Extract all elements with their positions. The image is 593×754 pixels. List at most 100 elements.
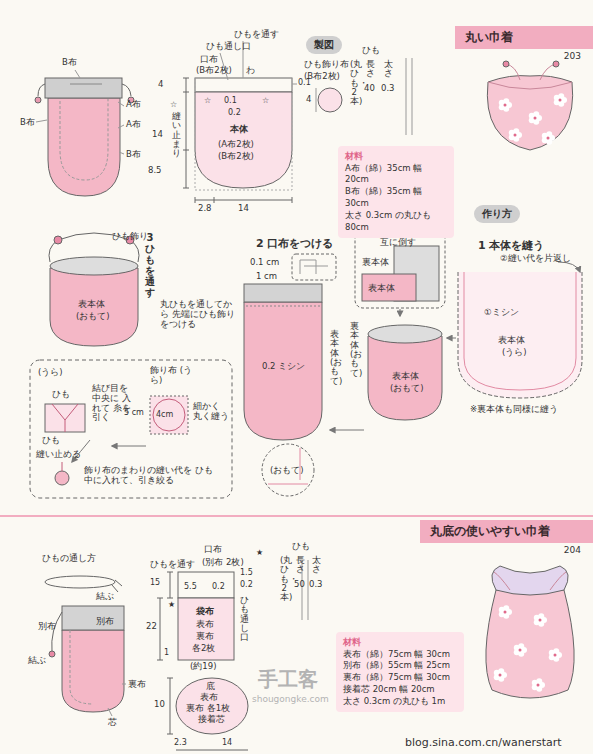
drawing-stroke [504, 104, 507, 107]
node-heading: 材料 [345, 150, 447, 163]
part-label: ひも [362, 46, 380, 56]
part-label: 2 口布をつける [256, 238, 333, 251]
part-label: 裏本体 [362, 258, 389, 268]
cord [406, 58, 412, 135]
part-label: 0.3 [309, 580, 323, 590]
drawing-stroke [499, 674, 502, 677]
drawing-stroke [519, 649, 522, 652]
part-label: (約19) [190, 662, 216, 672]
part-label: 1 [164, 648, 169, 657]
part-label: ひも [42, 436, 60, 446]
part-label: 2.3 [174, 738, 187, 747]
drawing-stroke [506, 64, 556, 80]
drawing-stroke [492, 566, 568, 595]
step1-body [458, 262, 582, 398]
part-label: 表布 [196, 620, 214, 630]
drawing-stroke [244, 302, 322, 440]
part-label: 1 本体を縫う [478, 240, 544, 253]
node-text: 表布（綿）75cm 幅 30cm [343, 649, 457, 661]
node-text: 太さ 0.3cm の丸ひも 80cm [345, 210, 447, 234]
part-label: 別布 [96, 617, 114, 627]
part-label: 1 cm [256, 272, 277, 282]
section-tag: 作り方 [474, 205, 520, 223]
part-label: B布 [62, 58, 77, 68]
drawing-stroke [38, 84, 45, 96]
drawing-stroke [30, 41, 582, 498]
drawing-stroke [488, 82, 572, 89]
drawing-stroke [52, 404, 78, 432]
part-label: (B布2枚) [304, 72, 340, 82]
part-label: 表本体 [392, 372, 419, 382]
section-divider [0, 515, 593, 517]
step-middle [330, 224, 456, 430]
node-heading: 丸底の使いやすい巾着 [430, 523, 583, 540]
part-label: 袋布 [196, 606, 214, 616]
node-text: 太さ 0.3cm の丸ひも 1m [343, 696, 457, 708]
part-label: 15 [150, 578, 160, 587]
part-label: ★ [256, 548, 263, 557]
drawing-stroke [35, 97, 41, 103]
vertical-label: 太さ [312, 556, 321, 575]
drawing-stroke [534, 117, 537, 120]
part-label: 口布 [204, 545, 222, 555]
part-label: ひも飾り布 [304, 60, 349, 70]
part-label: A布 [126, 100, 141, 110]
part-label: 裏布 [128, 680, 146, 690]
drawing-stroke [553, 61, 559, 67]
part-label: 表本体 [78, 300, 105, 310]
part-label: ☆ [170, 100, 177, 109]
vertical-label: ひも通し口 [240, 596, 249, 643]
part-label: 0.1 [224, 96, 237, 105]
part-label: 8.5 [148, 166, 162, 176]
drawing-stroke [300, 260, 328, 274]
drawing-stroke [553, 648, 559, 654]
node-text: 裏布（綿）75cm 幅 30cm [343, 672, 457, 684]
part-label: 5.5 [184, 582, 197, 591]
part-label: 14 [152, 130, 163, 140]
pattern-203 [183, 41, 297, 203]
bag-cutaway [35, 70, 134, 196]
drawing-stroke [494, 572, 566, 590]
node-heading: 材料 [343, 636, 457, 649]
part-label: 飾り布 (うら) [150, 366, 194, 386]
drawing-stroke [514, 134, 517, 137]
watermark: 手工客 [258, 668, 318, 691]
drawing-stroke [167, 678, 248, 750]
part-label: 底 [206, 682, 215, 692]
drawing-stroke [368, 325, 442, 343]
part-label: 結び目を 中央に 入れて 糸を引く [92, 384, 132, 423]
drawing-stroke [244, 284, 322, 302]
part-label: 10 [154, 700, 165, 710]
drawing-stroke [112, 580, 122, 592]
part-label: ひも [52, 390, 70, 400]
drawing-stroke [518, 643, 524, 649]
part-label: ひも通し口 [206, 42, 251, 52]
part-label: (おもて) [390, 384, 424, 394]
vertical-label: 縫い止まり [172, 112, 181, 159]
node-heading: 製図 [314, 38, 334, 52]
bag-picture-203 [487, 61, 572, 150]
node-text: B布（綿）35cm 幅 30cm [345, 186, 447, 210]
part-label: 丸ひもを通してから 先端にひも飾りをつける [160, 300, 236, 329]
drawing-stroke [52, 612, 62, 652]
bag-cutaway-204 [49, 606, 126, 716]
part-label: 4 [306, 95, 311, 105]
drawing-stroke [504, 611, 507, 614]
drawing-stroke [503, 98, 509, 104]
drawing-stroke [503, 61, 509, 67]
part-label: ひもの通し方 [42, 554, 96, 564]
vertical-label: (丸ひも・2本) [350, 60, 359, 107]
vertical-label: 表本体 (おもて) [330, 330, 339, 386]
drawing-stroke [62, 630, 124, 712]
drawing-stroke [45, 560, 574, 750]
part-label: blog.sina.com.cn/wanerstart [405, 737, 562, 750]
part-label: 別布 [38, 622, 56, 632]
drawing-stroke [558, 93, 564, 99]
drawing-stroke [558, 262, 580, 272]
bag-picture-204 [486, 566, 574, 698]
vertical-label: 太さ [384, 60, 393, 79]
drawing-stroke [183, 78, 189, 188]
node-text: 別布（綿）55cm 幅 25cm [343, 660, 457, 672]
node-text: 203 [564, 51, 581, 61]
cord-threading [45, 576, 122, 592]
